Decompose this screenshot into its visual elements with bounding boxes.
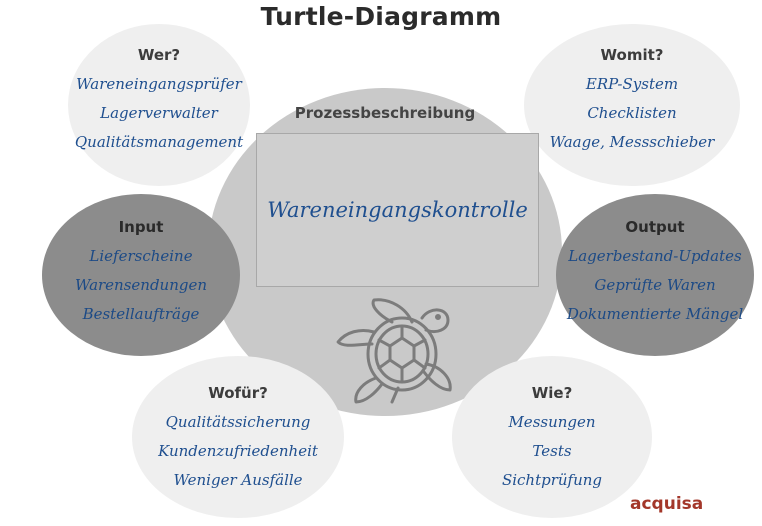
input-item: Lieferscheine [89, 247, 193, 265]
ellipse-wer: Wer? Wareneingangsprüfer Lagerverwalter … [68, 24, 250, 186]
diagram-title: Turtle-Diagramm [260, 2, 502, 31]
wie-item: Tests [532, 442, 572, 460]
wofuer-item: Kundenzufriedenheit [158, 442, 318, 460]
output-item: Dokumentierte Mängel [566, 305, 744, 323]
wie-title: Wie? [531, 384, 573, 402]
ellipse-output: Output Lagerbestand-Updates Geprüfte War… [556, 194, 754, 356]
wie-item: Messungen [508, 413, 596, 431]
output-item: Geprüfte Waren [594, 276, 716, 294]
wer-item: Wareneingangsprüfer [76, 75, 242, 93]
ellipse-womit: Womit? ERP-System Checklisten Waage, Mes… [524, 24, 740, 186]
input-item: Bestellaufträge [82, 305, 200, 323]
womit-item: Checklisten [587, 104, 677, 122]
process-name: Wareneingangskontrolle [267, 198, 528, 222]
wer-item: Lagerverwalter [100, 104, 218, 122]
wofuer-item: Weniger Ausfälle [173, 471, 303, 489]
wer-item: Qualitätsmanagement [74, 133, 244, 151]
womit-item: Waage, Messschieber [549, 133, 715, 151]
input-item: Warensendungen [74, 276, 208, 294]
ellipse-input: Input Lieferscheine Warensendungen Beste… [42, 194, 240, 356]
womit-item: ERP-System [585, 75, 679, 93]
output-title: Output [625, 218, 685, 236]
process-box: Wareneingangskontrolle [256, 133, 539, 287]
wofuer-item: Qualitätssicherung [165, 413, 311, 431]
womit-title: Womit? [600, 46, 664, 64]
ellipse-wofuer: Wofür? Qualitätssicherung Kundenzufriede… [132, 356, 344, 518]
turtle-icon [336, 298, 452, 404]
wie-item: Sichtprüfung [501, 471, 603, 489]
wer-title: Wer? [137, 46, 181, 64]
process-description-title: Prozessbeschreibung [294, 104, 476, 122]
input-title: Input [118, 218, 164, 236]
output-item: Lagerbestand-Updates [568, 247, 742, 265]
ellipse-wie: Wie? Messungen Tests Sichtprüfung [452, 356, 652, 518]
brand-logo: acquisa [630, 494, 704, 514]
wofuer-title: Wofür? [208, 384, 268, 402]
